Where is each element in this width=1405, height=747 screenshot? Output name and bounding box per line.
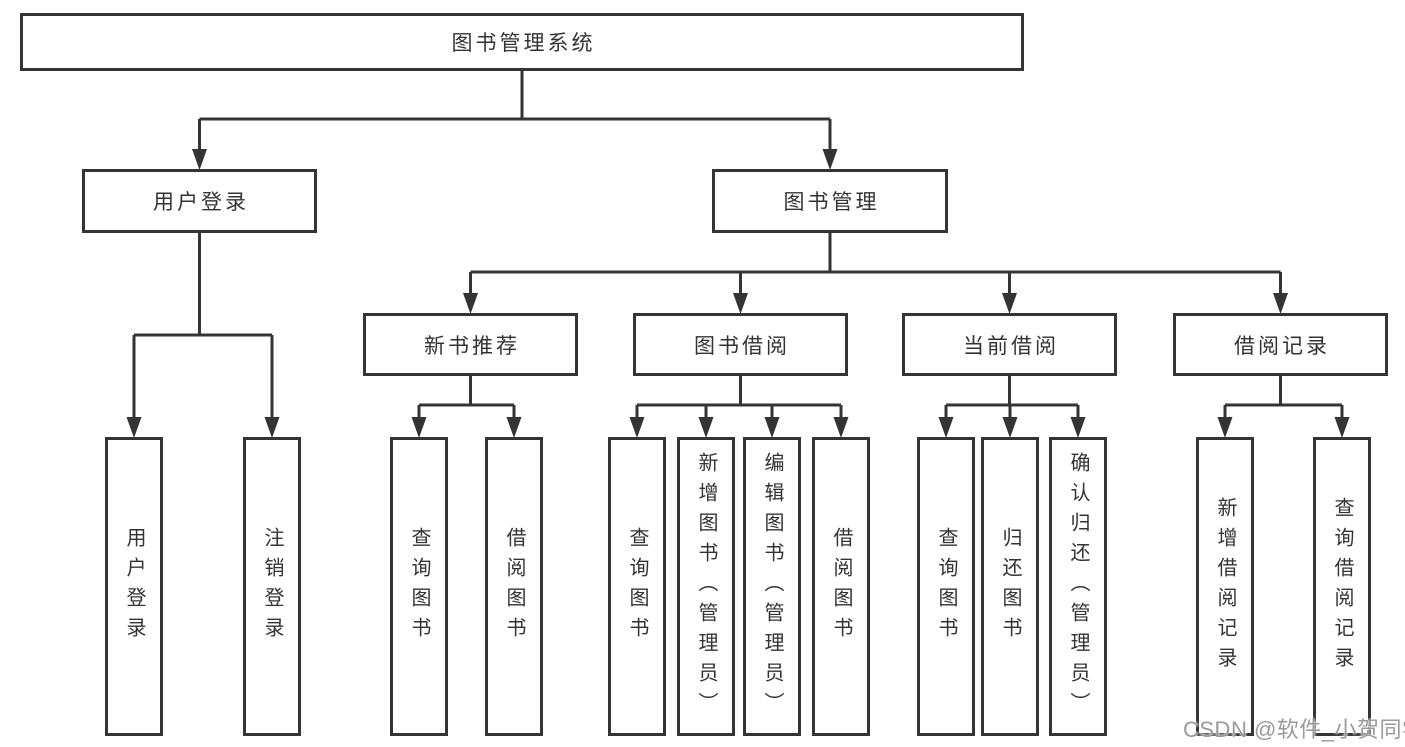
node-user-login: 用户登录 xyxy=(82,169,317,233)
csdn-watermark: CSDN @软件_小贺同学 xyxy=(1183,717,1405,742)
leaf-borrow-books-label: 借阅图书 xyxy=(830,526,852,647)
leaf-logout-label: 注销登录 xyxy=(261,526,283,647)
leaf-borrow-books-recommend-label: 借阅图书 xyxy=(503,526,525,647)
edge-newbooks-to-leaves xyxy=(411,376,522,438)
node-root: 图书管理系统 xyxy=(20,13,1024,71)
leaf-edit-books-admin-label: 编辑图书（管理员） xyxy=(761,451,783,722)
edge-root-to-level2 xyxy=(192,71,838,170)
leaf-query-books-borrow-label: 查询图书 xyxy=(626,526,648,647)
node-root-label: 图书管理系统 xyxy=(451,32,596,55)
edge-currentborrow-to-leaves xyxy=(938,376,1086,438)
node-book-borrow-label: 图书借阅 xyxy=(694,334,790,358)
leaf-add-books-admin-label: 新增图书（管理员） xyxy=(695,451,717,722)
node-book-management: 图书管理 xyxy=(712,169,948,233)
leaf-add-books-admin: 新增图书（管理员） xyxy=(677,437,735,736)
leaf-logout: 注销登录 xyxy=(243,437,301,736)
leaf-query-books-current: 查询图书 xyxy=(917,437,975,736)
leaf-query-books-recommend: 查询图书 xyxy=(390,437,448,736)
node-user-login-label: 用户登录 xyxy=(153,191,249,214)
leaf-user-login: 用户登录 xyxy=(105,437,163,736)
node-new-book-recommend: 新书推荐 xyxy=(363,313,578,376)
node-current-borrow: 当前借阅 xyxy=(902,313,1117,376)
edge-bookborrow-to-leaves xyxy=(629,376,849,438)
leaf-return-books: 归还图书 xyxy=(981,437,1039,736)
leaf-query-books-recommend-label: 查询图书 xyxy=(408,526,430,647)
node-new-book-recommend-label: 新书推荐 xyxy=(424,334,520,358)
leaf-user-login-label: 用户登录 xyxy=(123,526,145,647)
edge-borrowrecords-to-leaves xyxy=(1217,376,1350,438)
node-book-borrow: 图书借阅 xyxy=(633,313,848,376)
edge-bookmgmt-to-level3 xyxy=(463,233,1288,314)
node-borrow-records: 借阅记录 xyxy=(1173,313,1388,376)
leaf-return-books-label: 归还图书 xyxy=(999,526,1021,647)
node-borrow-records-label: 借阅记录 xyxy=(1234,334,1330,358)
leaf-add-borrow-record-label: 新增借阅记录 xyxy=(1214,496,1236,677)
leaf-add-borrow-record: 新增借阅记录 xyxy=(1196,437,1254,736)
node-book-management-label: 图书管理 xyxy=(783,191,880,214)
leaf-confirm-return-admin-label: 确认归还（管理员） xyxy=(1067,451,1089,722)
leaf-borrow-books: 借阅图书 xyxy=(812,437,870,736)
leaf-query-borrow-record-label: 查询借阅记录 xyxy=(1331,496,1353,677)
leaf-confirm-return-admin: 确认归还（管理员） xyxy=(1049,437,1107,736)
leaf-query-books-current-label: 查询图书 xyxy=(935,526,957,647)
leaf-borrow-books-recommend: 借阅图书 xyxy=(485,437,543,736)
leaf-edit-books-admin: 编辑图书（管理员） xyxy=(743,437,801,736)
node-current-borrow-label: 当前借阅 xyxy=(963,334,1059,358)
leaf-query-borrow-record: 查询借阅记录 xyxy=(1313,437,1371,736)
edge-userlogin-to-leaves xyxy=(126,233,280,438)
leaf-query-books-borrow: 查询图书 xyxy=(608,437,666,736)
